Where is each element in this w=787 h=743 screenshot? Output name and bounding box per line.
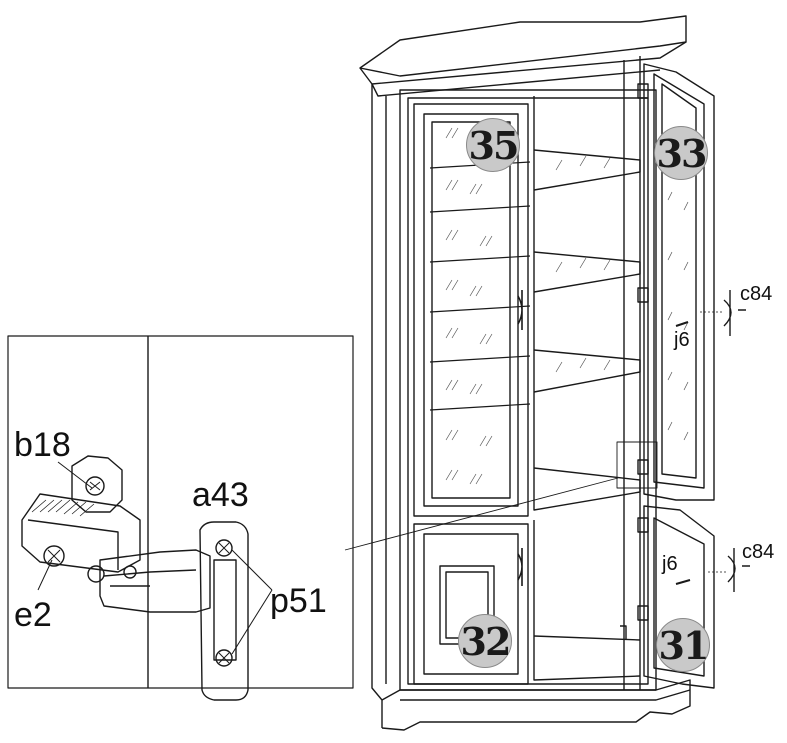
door-lower-right <box>643 505 715 689</box>
lock-j6-lower-mark <box>675 579 691 585</box>
screw-p51-top <box>215 539 233 557</box>
badge-33: 33 <box>654 126 708 180</box>
label-c84-upper: c84 <box>740 283 773 305</box>
door-lower-left <box>413 523 529 685</box>
upper-left-handle <box>517 290 523 330</box>
door-upper-left <box>413 103 529 517</box>
inset-leader-line <box>344 477 619 551</box>
hinge-upper-bottom <box>637 459 649 475</box>
label-b18: b18 <box>14 426 71 464</box>
hinge-arm <box>99 549 211 613</box>
cabinet-plinth <box>381 679 691 731</box>
label-j6-upper: j6 <box>674 329 690 351</box>
door-upper-right <box>643 63 715 501</box>
lock-j6-upper-mark <box>675 321 689 327</box>
cabinet-left-side <box>371 84 383 728</box>
badge-35: 35 <box>466 118 520 172</box>
lower-left-handle <box>517 548 523 586</box>
cabinet-top <box>359 15 687 77</box>
handle-c84-upper <box>723 290 746 336</box>
badge-32: 32 <box>458 614 512 668</box>
detail-area-marker <box>616 441 658 489</box>
label-j6-lower: j6 <box>662 553 678 575</box>
screw-p51-bottom <box>215 649 233 667</box>
label-e2: e2 <box>14 596 52 634</box>
mounting-block <box>71 455 123 513</box>
screw-e2-head <box>43 545 65 567</box>
detail-inset-frame <box>7 335 354 689</box>
label-p51: p51 <box>270 582 327 620</box>
badge-31: 31 <box>656 618 710 672</box>
label-a43: a43 <box>192 476 249 514</box>
hinge-middle <box>637 287 649 303</box>
hinge-base-plate <box>21 493 141 573</box>
handle-c84-lower <box>727 548 750 592</box>
hinge-top <box>637 83 649 99</box>
label-c84-lower: c84 <box>742 541 775 563</box>
screw-b18-head <box>85 476 105 496</box>
hinge-door-plate <box>199 521 249 701</box>
